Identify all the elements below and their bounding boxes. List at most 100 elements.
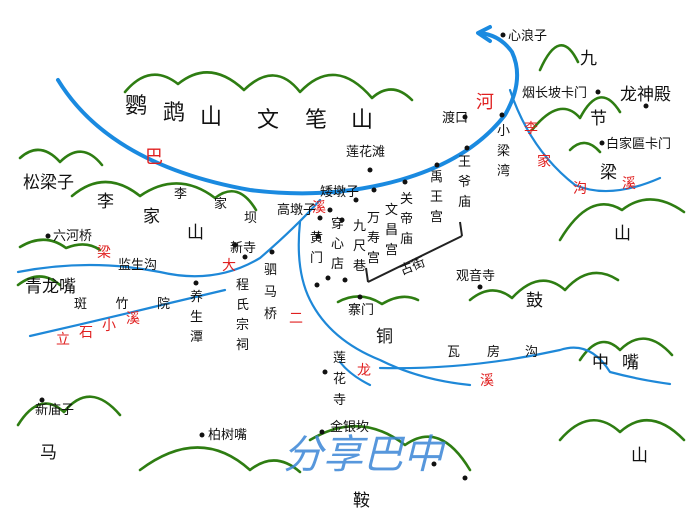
baijiabian-label: 白家匾卡门 <box>606 136 671 152</box>
ridge-tong <box>336 295 420 306</box>
lijia-char-1: 李 <box>97 192 114 212</box>
lianhuasi-char-1: 莲 <box>333 351 346 366</box>
yanchangpo-label: 烟长坡卡门 <box>522 86 587 101</box>
chuanxindian-char-3: 店 <box>331 257 344 272</box>
lishixi-char-2: 石 <box>79 325 93 341</box>
gu-label: 鼓 <box>526 291 543 311</box>
wanshougong-char-2: 寿 <box>367 231 380 246</box>
mountain-labels: 鹦 鹉 山 文 笔 山 李 家 山 九 节 梁 鼓 铜 山 中 嘴 马 鞍 山 <box>40 49 648 511</box>
yangshengtan-char-1: 养 <box>190 289 203 305</box>
lianhuasi-char-3: 寺 <box>333 393 346 408</box>
xiaoliangwan-char-3: 湾 <box>497 163 510 179</box>
wafanggou-char-1: 瓦 <box>447 345 460 360</box>
lijiaba-char-3: 坝 <box>244 211 257 226</box>
ridge-xinlang <box>538 44 580 72</box>
wenbi-char-2: 笔 <box>305 108 327 133</box>
guandimiao-char-3: 庙 <box>400 232 413 247</box>
ridge-zhong <box>578 337 674 362</box>
songliangzi-label: 松梁子 <box>23 173 74 193</box>
wangyemiao-char-2: 爷 <box>458 175 471 190</box>
lijiaba-char-1: 李 <box>174 187 187 202</box>
wanshougong-char-3: 宫 <box>367 251 380 266</box>
yingge-char-2: 鹉 <box>163 101 185 126</box>
guandimiao-char-1: 关 <box>400 192 413 207</box>
watermark: 分享巴中 <box>283 432 446 478</box>
wafanggou-char-3: 沟 <box>525 345 538 360</box>
lijiagou-stream <box>508 88 662 193</box>
an-label: 鞍 <box>353 491 370 511</box>
jiuchixiang-char-1: 九 <box>353 219 366 234</box>
jiuchixiang-char-2: 尺 <box>353 239 366 254</box>
daxi-char-1: 大 <box>222 258 236 274</box>
ridge-se <box>558 418 686 442</box>
longshendian-label: 龙神殿 <box>620 85 671 105</box>
daxi-stream <box>16 198 322 278</box>
shan-east-label: 山 <box>614 224 631 244</box>
jiu-char-1: 九 <box>580 49 597 69</box>
guandimiao-char-2: 帝 <box>400 211 413 227</box>
ridge-an <box>308 424 472 472</box>
xiaoliangwan-char-1: 小 <box>497 124 510 139</box>
ridge-ma-valley <box>138 446 302 474</box>
ridge-yingge <box>123 71 414 102</box>
wanshougong-char-1: 万 <box>367 211 380 226</box>
qinglongzui-label: 青龙嘴 <box>25 277 76 297</box>
zhaimen-label: 寨门 <box>348 302 374 318</box>
xinsi-label: 新寺 <box>230 240 256 256</box>
lijiaba-char-2: 家 <box>214 196 227 212</box>
banzhuyuan-char-1: 斑竹院 <box>74 297 170 312</box>
ridge-baijia <box>568 141 602 154</box>
erlongxi-lower <box>338 360 372 387</box>
lijiagou-char-4: 溪 <box>622 176 636 192</box>
wafanggou-stream <box>378 346 672 386</box>
aidunzi-label: 矮墩子 <box>320 185 359 200</box>
ma-label: 马 <box>40 443 57 463</box>
yuwanggong-char-3: 宫 <box>430 210 443 225</box>
xiaoliangwan-char-2: 梁 <box>497 144 510 159</box>
erlongxi-char-1: 二 <box>289 311 303 327</box>
zhongzui-char-2: 嘴 <box>622 353 639 373</box>
ridge-songliangzi <box>18 148 104 167</box>
place-labels: 心浪子 烟长坡卡门 龙神殿 白家匾卡门 渡口 小 梁 湾 莲花滩 松梁子 王 爷… <box>23 29 671 443</box>
chuanxindian-char-1: 穿 <box>331 216 344 232</box>
zhongzui-char-1: 中 <box>592 353 609 373</box>
mountain-ridges <box>16 44 686 474</box>
ridge-jiu <box>530 96 622 132</box>
lijiagou-char-1: 李 <box>524 121 538 137</box>
yangshengtan-char-2: 生 <box>190 310 203 325</box>
location-dots <box>39 32 649 481</box>
chengshi-char-3: 宗 <box>236 317 249 333</box>
chengshi-char-1: 程 <box>236 278 249 293</box>
chengshi-char-2: 氏 <box>236 298 249 313</box>
river-labels: 巴 河 李 家 沟 溪 大 溪 二 龙 溪 梁 溪 立 石 小 溪 瓦 房 沟 <box>56 92 636 389</box>
lishixi-char-4: 溪 <box>126 311 140 327</box>
wenchanggong-char-3: 宫 <box>385 243 398 258</box>
xinmiaozi-label: 新庙子 <box>35 402 74 418</box>
jiuchixiang-char-3: 巷 <box>353 259 366 274</box>
erlongxi-char-3: 溪 <box>480 373 494 389</box>
ba-river-arrowhead <box>476 25 492 43</box>
ba-river <box>56 31 520 196</box>
wafanggou-char-2: 房 <box>487 344 500 360</box>
lianhuatan-label: 莲花滩 <box>346 144 385 160</box>
yuwanggong-char-2: 王 <box>430 190 443 205</box>
ridge-gu <box>468 271 620 302</box>
gaodunzi-label: 高墩子 <box>277 202 316 218</box>
yingge-char-3: 山 <box>200 105 222 130</box>
wenbi-char-1: 文 <box>257 108 279 133</box>
guanyinsi-label: 观音寺 <box>456 268 495 284</box>
bahe-char-1: 巴 <box>145 147 163 168</box>
yingge-char-1: 鹦 <box>125 94 147 119</box>
wangyemiao-char-1: 王 <box>458 155 471 170</box>
lijia-char-2: 家 <box>143 207 160 227</box>
ridge-ma-west <box>16 395 122 427</box>
simaqiao-char-3: 桥 <box>264 307 277 322</box>
gujie-label: 古街 <box>398 255 428 279</box>
wenchanggong-char-2: 昌 <box>385 223 398 238</box>
simaqiao-char-1: 驷 <box>264 263 277 278</box>
yangshengtan-char-3: 潭 <box>190 330 203 345</box>
lianggou-char-1: 梁 <box>97 245 111 261</box>
ridge-qinglong <box>16 275 62 287</box>
jinyinkan-label: 金银坎 <box>330 419 369 435</box>
